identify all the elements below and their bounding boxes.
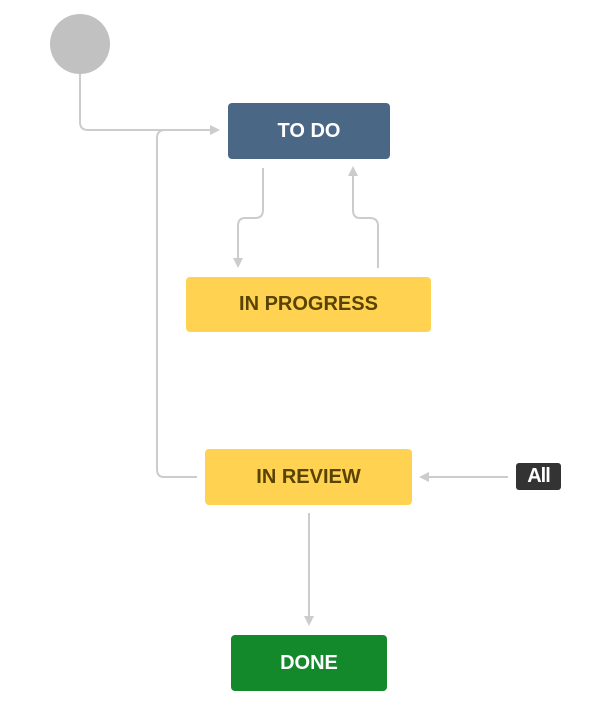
status-todo[interactable]: TO DO xyxy=(228,103,390,159)
transition-inprogress-to-todo[interactable] xyxy=(348,166,379,268)
status-in-progress-label: IN PROGRESS xyxy=(239,293,378,315)
start-node xyxy=(50,14,110,74)
status-in-progress[interactable]: IN PROGRESS xyxy=(186,277,431,332)
status-todo-label: TO DO xyxy=(277,119,341,142)
status-in-review[interactable]: IN REVIEW xyxy=(205,449,412,505)
transition-todo-to-inprogress[interactable] xyxy=(233,168,264,268)
status-done-label: DONE xyxy=(280,651,338,674)
transition-inreview-to-todo[interactable] xyxy=(156,129,218,478)
all-transition-badge[interactable]: All xyxy=(516,463,561,490)
status-in-review-label: IN REVIEW xyxy=(256,465,361,488)
transition-start-to-todo[interactable] xyxy=(79,74,220,135)
all-transition-label: All xyxy=(527,465,551,487)
status-done[interactable]: DONE xyxy=(231,635,387,691)
